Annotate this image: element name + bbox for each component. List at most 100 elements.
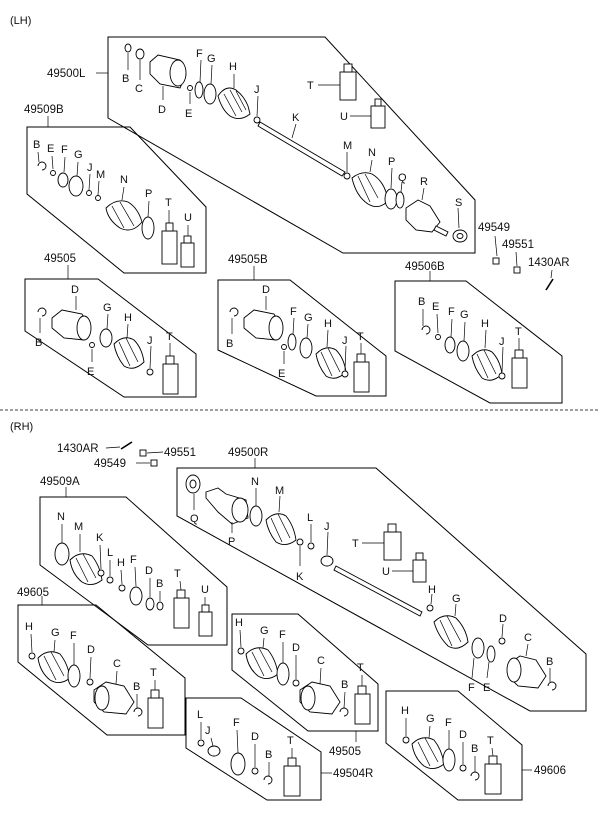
svg-text:T: T	[174, 568, 181, 580]
svg-text:B: B	[265, 749, 272, 761]
kit-49505-rh[interactable]: 49505 H G F D C B T	[231, 613, 379, 758]
svg-text:F: F	[448, 306, 455, 318]
svg-text:B: B	[546, 656, 553, 668]
svg-text:P: P	[145, 188, 152, 200]
loose-parts-rh[interactable]: 1430AR 49551 49549	[57, 441, 196, 470]
svg-text:H: H	[235, 617, 243, 629]
svg-text:49509A: 49509A	[40, 476, 80, 488]
svg-text:D: D	[158, 104, 166, 116]
svg-text:C: C	[113, 658, 121, 670]
svg-text:J: J	[147, 335, 153, 347]
svg-text:J: J	[324, 521, 330, 533]
loose-parts-lh[interactable]: 49549 49551 1430AR	[478, 222, 570, 291]
svg-text:T: T	[352, 538, 359, 550]
svg-text:N: N	[251, 476, 259, 488]
svg-text:G: G	[460, 309, 469, 321]
svg-text:H: H	[324, 318, 332, 330]
svg-text:J: J	[342, 335, 348, 347]
svg-text:B: B	[471, 743, 478, 755]
svg-text:49549: 49549	[478, 222, 510, 234]
svg-text:P: P	[388, 156, 395, 168]
svg-text:B: B	[226, 338, 233, 350]
kit-49605[interactable]: 49605 H G F D C B T	[17, 587, 186, 736]
svg-text:L: L	[107, 547, 113, 559]
svg-text:D: D	[87, 644, 95, 656]
svg-text:49505B: 49505B	[228, 254, 268, 266]
svg-text:49551: 49551	[502, 239, 534, 251]
svg-text:H: H	[401, 705, 409, 717]
assembly-49500L[interactable]: 49500L B C D E F G H J	[47, 36, 476, 254]
svg-text:C: C	[135, 83, 143, 95]
svg-text:F: F	[233, 717, 240, 729]
svg-text:49500R: 49500R	[228, 447, 268, 459]
svg-text:U: U	[340, 111, 348, 123]
svg-text:H: H	[428, 584, 436, 596]
svg-text:L: L	[197, 709, 203, 721]
svg-text:J: J	[87, 162, 93, 174]
svg-text:L: L	[307, 512, 313, 524]
svg-text:49509B: 49509B	[24, 104, 64, 116]
svg-text:F: F	[290, 306, 297, 318]
svg-text:H: H	[229, 61, 237, 73]
svg-text:G: G	[74, 149, 83, 161]
svg-text:J: J	[254, 84, 260, 96]
svg-text:49551: 49551	[164, 447, 196, 459]
svg-text:U: U	[382, 566, 390, 578]
svg-text:N: N	[57, 511, 65, 523]
svg-text:K: K	[296, 571, 304, 583]
svg-text:G: G	[207, 53, 216, 65]
svg-text:R: R	[420, 176, 428, 188]
svg-text:M: M	[74, 521, 83, 533]
svg-text:D: D	[499, 613, 507, 625]
kit-49606[interactable]: 49606 H G F D B T	[385, 690, 566, 801]
svg-text:T: T	[487, 735, 494, 747]
svg-text:T: T	[307, 80, 314, 92]
svg-text:N: N	[368, 147, 376, 159]
svg-text:G: G	[452, 593, 461, 605]
svg-text:U: U	[201, 584, 209, 596]
svg-text:D: D	[251, 731, 259, 743]
svg-text:M: M	[96, 169, 105, 181]
svg-text:M: M	[275, 485, 284, 497]
svg-text:D: D	[262, 284, 270, 296]
kit-49509A[interactable]: 49509A N M K L H F D B T U	[39, 476, 228, 646]
svg-text:T: T	[166, 331, 173, 343]
svg-text:D: D	[71, 284, 79, 296]
assembly-49500R[interactable]: 49500R Q P N M K L J H	[176, 447, 587, 712]
kit-49505-lh[interactable]: 49505 B D E G H J T	[24, 253, 197, 398]
svg-text:F: F	[468, 682, 475, 694]
kit-49504R[interactable]: 49504R L J F D B T	[185, 697, 373, 801]
svg-text:49500L: 49500L	[47, 68, 86, 80]
svg-text:C: C	[524, 632, 532, 644]
svg-text:P: P	[228, 536, 235, 548]
svg-text:J: J	[205, 725, 211, 737]
svg-text:F: F	[70, 630, 77, 642]
kit-49505B[interactable]: 49505B B D E F G H J T	[217, 254, 387, 397]
svg-text:H: H	[481, 318, 489, 330]
svg-text:G: G	[260, 625, 269, 637]
svg-text:49506B: 49506B	[405, 261, 445, 273]
svg-text:F: F	[279, 629, 286, 641]
svg-text:49505: 49505	[44, 253, 76, 265]
svg-text:U: U	[184, 212, 192, 224]
kit-49506B[interactable]: 49506B B E F G H J T	[394, 261, 563, 404]
svg-text:B: B	[341, 679, 348, 691]
svg-text:D: D	[145, 565, 153, 577]
svg-text:T: T	[287, 735, 294, 747]
svg-text:G: G	[426, 713, 435, 725]
svg-text:G: G	[103, 302, 112, 314]
svg-text:Q: Q	[190, 513, 199, 525]
svg-text:F: F	[130, 554, 137, 566]
svg-text:E: E	[87, 366, 94, 378]
svg-text:H: H	[117, 557, 125, 569]
svg-text:F: F	[445, 717, 452, 729]
kit-49509B[interactable]: 49509B B E F G J M N P T U	[24, 104, 207, 274]
svg-text:T: T	[357, 331, 364, 343]
svg-text:K: K	[292, 112, 300, 124]
svg-text:B: B	[35, 337, 42, 349]
svg-text:B: B	[133, 681, 140, 693]
svg-text:E: E	[47, 143, 54, 155]
svg-text:Q: Q	[398, 172, 407, 184]
svg-text:F: F	[61, 144, 68, 156]
